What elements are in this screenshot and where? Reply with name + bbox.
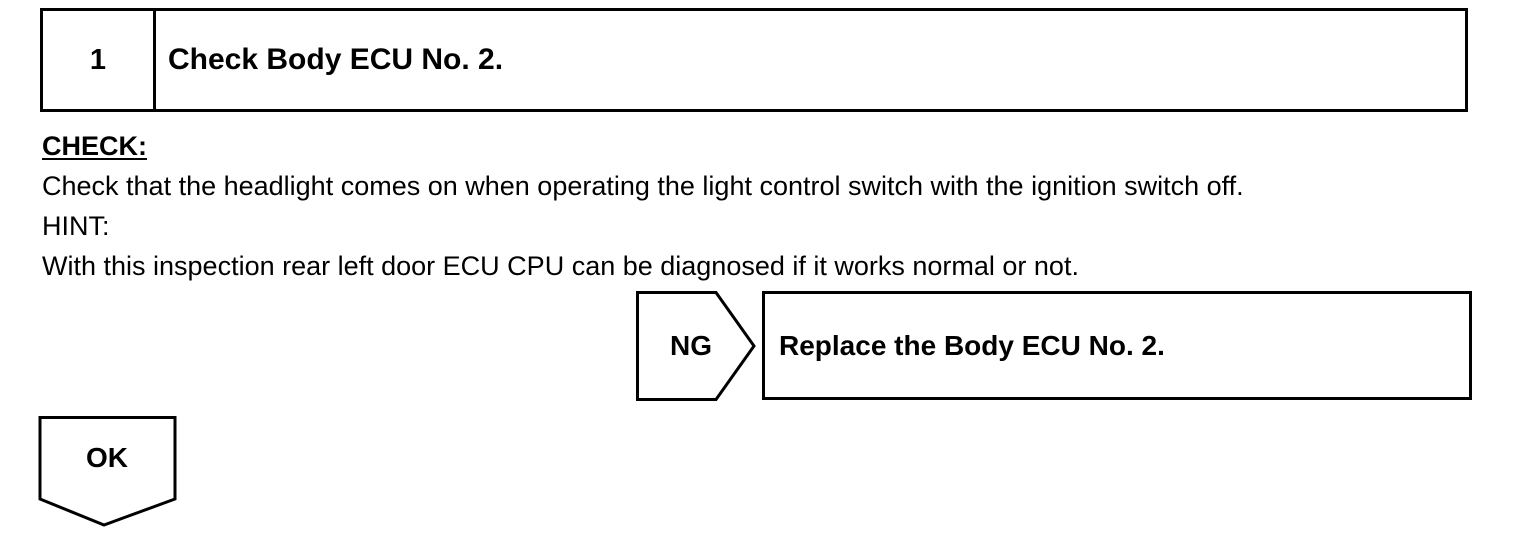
ok-arrow-shape	[38, 416, 177, 527]
step-number: 1	[43, 11, 156, 109]
ng-result-box: Replace the Body ECU No. 2.	[762, 291, 1472, 400]
hint-text: With this inspection rear left door ECU …	[42, 251, 1079, 281]
ng-label: NG	[670, 330, 712, 361]
hint-label: HINT:	[42, 211, 110, 241]
ng-result-text: Replace the Body ECU No. 2.	[779, 329, 1165, 361]
check-instruction: Check that the headlight comes on when o…	[42, 171, 1244, 201]
check-heading: CHECK:	[42, 131, 147, 161]
step-title: Check Body ECU No. 2.	[168, 43, 504, 76]
ok-label: OK	[86, 442, 128, 473]
ng-arrow-shape	[636, 291, 756, 401]
step-header-box: 1 Check Body ECU No. 2.	[40, 8, 1468, 112]
